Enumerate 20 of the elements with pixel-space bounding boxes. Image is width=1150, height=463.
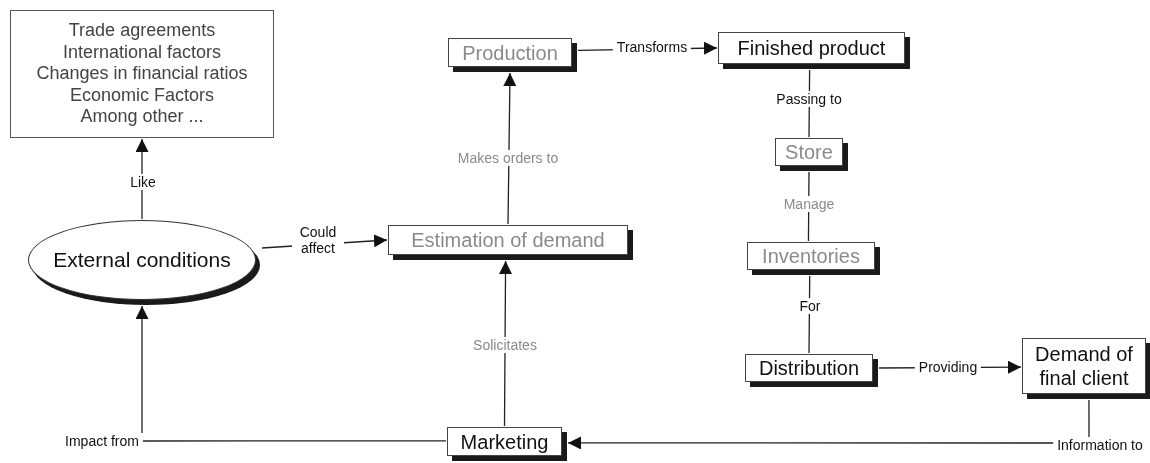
node-text: Estimation of demand [411,228,605,252]
node-text: Economic Factors [69,84,214,107]
node-text: Finished product [737,36,886,60]
connector-arrow [135,305,447,442]
node-text: Trade agreements [68,20,216,42]
edge-label: Providing [914,358,982,376]
node-text: Changes in financial ratios [36,63,248,85]
node-text: Inventories [762,244,860,268]
connector-arrow [499,260,512,427]
node-text: External conditions [53,247,231,273]
connector-arrow [135,138,149,220]
node-text: International factors [62,41,222,64]
node-text: Demand of final client [1034,342,1134,390]
node-text: Store [785,140,833,164]
node-text: Among other ... [80,106,204,128]
list-box [10,10,274,138]
node-text: Distribution [758,356,859,380]
node-text: Marketing [460,429,549,454]
connector-arrow [567,399,1090,450]
node-text: Production [462,40,558,65]
